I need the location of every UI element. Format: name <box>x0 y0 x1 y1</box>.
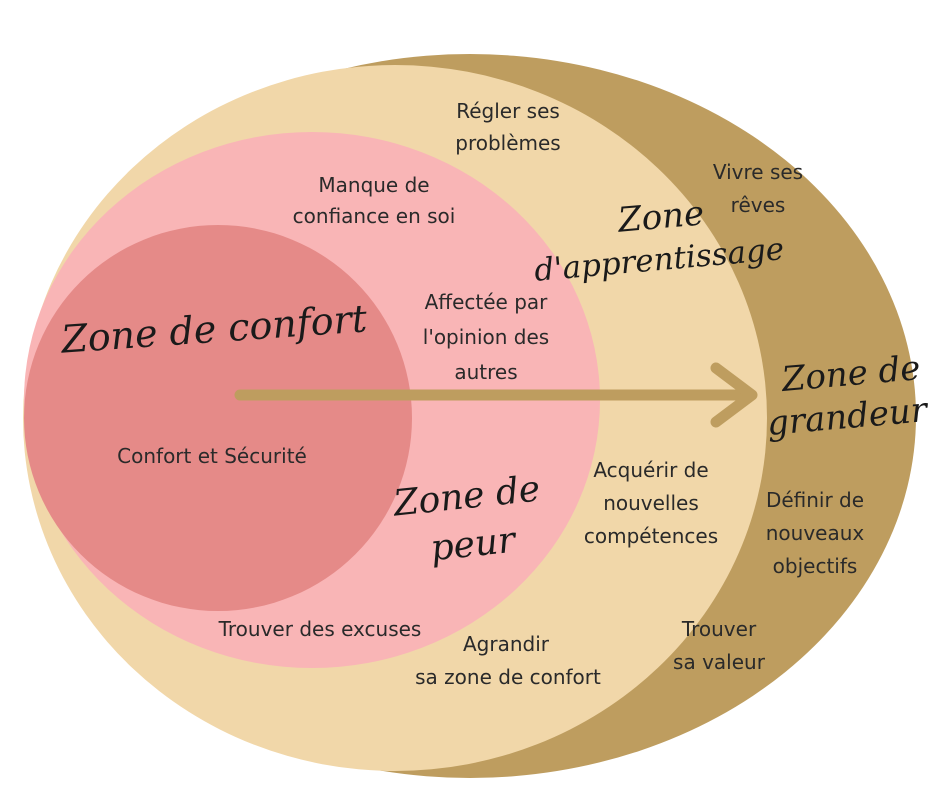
zone-peur-title-line2: peur <box>429 520 519 570</box>
apprentissage-item-acquerir-line2: nouvelles <box>603 491 699 515</box>
peur-item-manque-line1: Manque de <box>318 173 429 197</box>
zone-apprentissage-title-line1: Zone <box>615 193 705 240</box>
growth-arrow <box>234 362 758 428</box>
arrow-head <box>710 362 758 428</box>
apprentissage-item-regler-line2: problèmes <box>455 131 560 155</box>
apprentissage-item-agrandir-line1: Agrandir <box>463 632 550 656</box>
grandeur-item-definir-line2: nouveaux <box>766 521 865 545</box>
zone-confort-description: Confort et Sécurité <box>117 444 307 468</box>
zone-confort-circle <box>24 225 412 611</box>
grandeur-item-definir-line3: objectifs <box>773 554 858 578</box>
grandeur-item-vivre-line1: Vivre ses <box>713 160 803 184</box>
apprentissage-item-acquerir-line1: Acquérir de <box>593 458 708 482</box>
peur-item-manque-line2: confiance en soi <box>293 204 456 228</box>
apprentissage-item-regler-line1: Régler ses <box>456 99 560 123</box>
peur-item-opinion-line1: Affectée par <box>425 290 549 314</box>
peur-item-excuses: Trouver des excuses <box>218 617 422 641</box>
peur-item-opinion-line2: l'opinion des <box>423 325 549 349</box>
peur-item-opinion-line3: autres <box>454 360 517 384</box>
apprentissage-item-acquerir-line3: compétences <box>584 524 718 548</box>
grandeur-item-definir-line1: Définir de <box>766 488 864 512</box>
grandeur-item-trouver-line1: Trouver <box>681 617 757 641</box>
grandeur-item-vivre-line2: rêves <box>731 193 786 217</box>
apprentissage-item-agrandir-line2: sa zone de confort <box>415 665 601 689</box>
grandeur-item-trouver-line2: sa valeur <box>673 650 766 674</box>
